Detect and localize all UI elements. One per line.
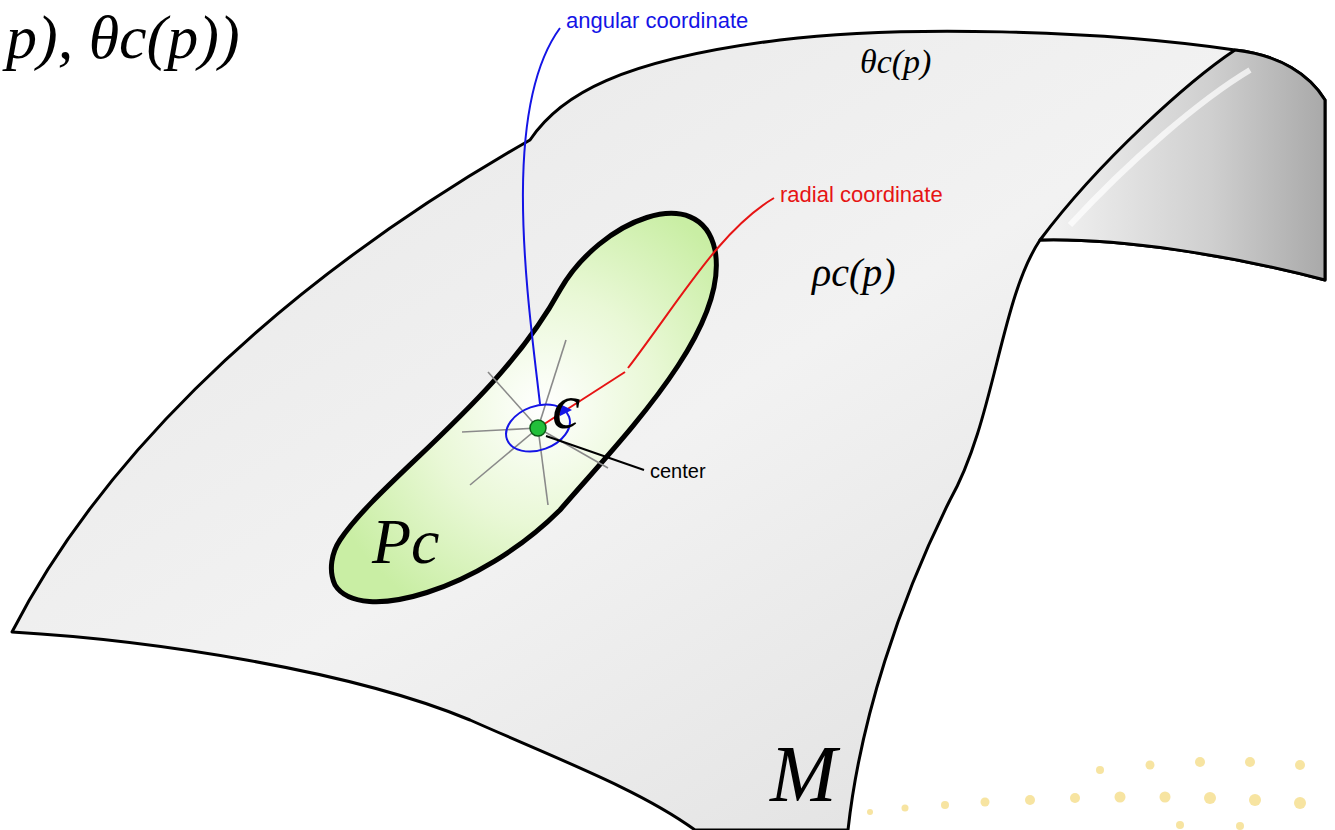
manifold-surface (12, 31, 1325, 830)
center-name: c (552, 370, 580, 444)
angular-coordinate-symbol: θc(p) (860, 42, 931, 81)
fold-highlight (1070, 70, 1250, 225)
coordinate-tuple: p), θc(p)) (6, 2, 240, 73)
angular-label: angular coordinate (566, 8, 748, 33)
manifold-name: M (770, 728, 837, 820)
center-label: center (650, 460, 706, 483)
patch-region (331, 213, 716, 601)
radial-coordinate-symbol: ρc(p) (812, 250, 896, 296)
angular-leader (523, 28, 560, 404)
radial-leader (628, 198, 774, 368)
patch-region: Pc c (325, 200, 725, 620)
center-point: c (546, 372, 606, 452)
patch-name: Pc (372, 505, 440, 579)
radial-label: radial coordinate (780, 182, 943, 207)
surface-fold (1040, 50, 1325, 280)
center-dot (530, 420, 546, 436)
watermark-dots (867, 757, 1306, 830)
radial-ray (538, 372, 625, 428)
